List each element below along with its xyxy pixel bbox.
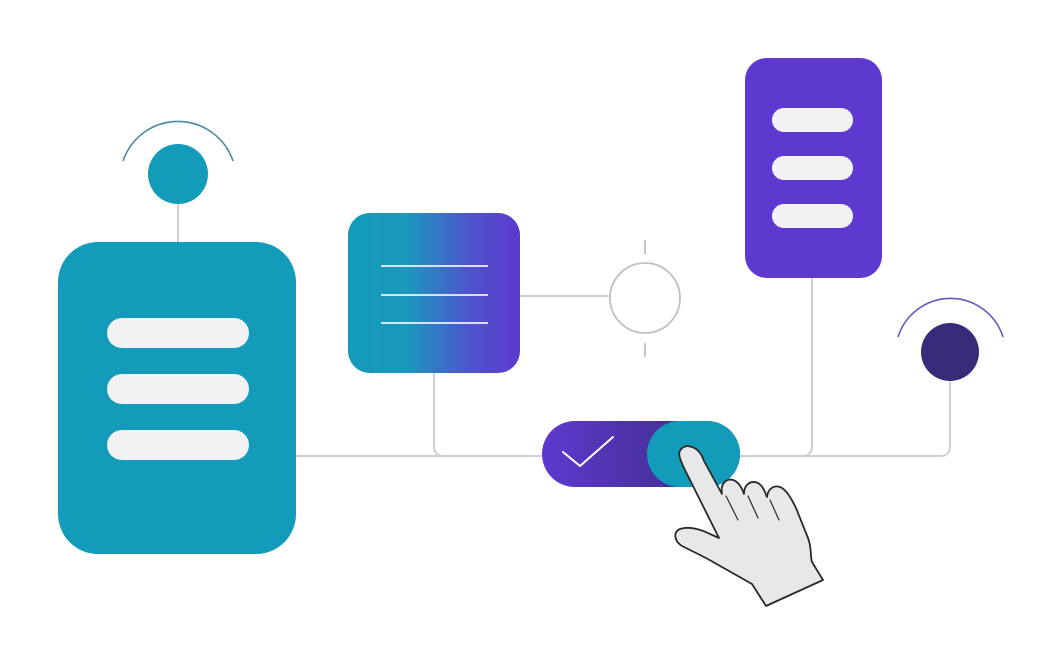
gradient-list-card bbox=[348, 213, 520, 373]
teal-list-card bbox=[58, 242, 296, 554]
purple-signal-node bbox=[897, 297, 1004, 381]
connector-gradient-card-to-toggle bbox=[433, 372, 542, 457]
teal-signal-node bbox=[122, 120, 234, 204]
purple-list-card bbox=[745, 58, 882, 278]
checkmark-icon bbox=[562, 436, 614, 467]
purple-card-bar-1 bbox=[772, 108, 853, 132]
gradient-card-body bbox=[348, 213, 520, 373]
teal-card-bar-2 bbox=[107, 374, 249, 404]
purple-card-bar-3 bbox=[772, 204, 853, 228]
signal-arc-icon bbox=[897, 297, 1004, 338]
teal-card-bar-3 bbox=[107, 430, 249, 460]
purple-card-bar-2 bbox=[772, 156, 853, 180]
pointing-hand-cursor-icon bbox=[674, 445, 824, 607]
signal-arc-icon bbox=[122, 120, 234, 162]
teal-node-dot bbox=[148, 144, 208, 204]
connector-toggle-to-right bbox=[740, 378, 951, 457]
connector-lines bbox=[177, 200, 951, 457]
connector-purple-card-to-line bbox=[801, 278, 813, 457]
target-circle-icon bbox=[609, 240, 681, 357]
teal-card-bar-1 bbox=[107, 318, 249, 348]
purple-node-dot bbox=[921, 323, 979, 381]
